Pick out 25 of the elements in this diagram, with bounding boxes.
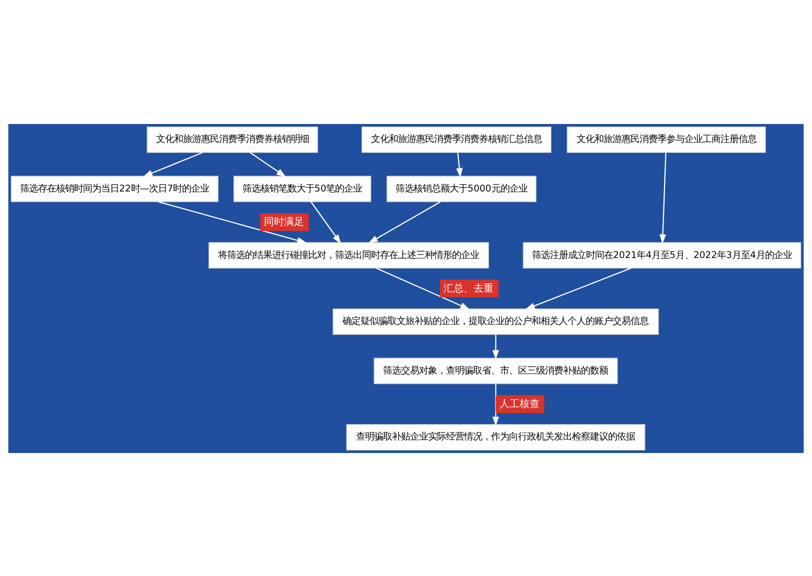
node-box: 查明骗取补贴企业实际经营情况，作为向行政机关发出检察建议的依据	[346, 424, 646, 450]
node-box: 将筛选的结果进行碰撞比对，筛选出同时存在上述三种情形的企业	[208, 242, 489, 268]
arrow	[250, 152, 286, 177]
node-box: 文化和旅游惠民消费季参与企业工商注册信息	[566, 126, 766, 152]
edge-label: 同时满足	[264, 216, 304, 228]
node-box: 筛选核销总额大于5000元的企业	[386, 175, 536, 202]
arrow	[376, 267, 470, 309]
node-box: 筛选注册成立时间在2021年4月至5月、2022年3月至4月的企业	[522, 242, 802, 268]
node-box: 筛选存在核销时间为当日22时—次日7时的企业	[10, 175, 218, 202]
node-box: 确定疑似骗取文旅补贴的企业，提取企业的公户和相关人个人的账户交易信息	[332, 308, 659, 334]
arrow	[659, 152, 666, 244]
node-box: 文化和旅游惠民消费季消费券核销汇总信息	[362, 126, 552, 152]
arrow	[456, 152, 463, 177]
arrow	[368, 200, 441, 243]
edge-label: 汇总、去重	[444, 282, 494, 294]
arrow	[492, 334, 500, 359]
arrow	[158, 200, 307, 244]
edge-label: 人工核查	[499, 398, 540, 410]
arrow	[310, 201, 342, 244]
arrow	[525, 267, 632, 309]
node-box: 筛选核销笔数大于50笔的企业	[233, 175, 372, 202]
node-box: 文化和旅游惠民消费季消费券核销明细	[146, 126, 318, 152]
arrow	[143, 152, 203, 176]
node-box: 筛选交易对象，查明骗取省、市、区三级消费补贴的数额	[374, 357, 618, 384]
arrow	[492, 383, 500, 426]
